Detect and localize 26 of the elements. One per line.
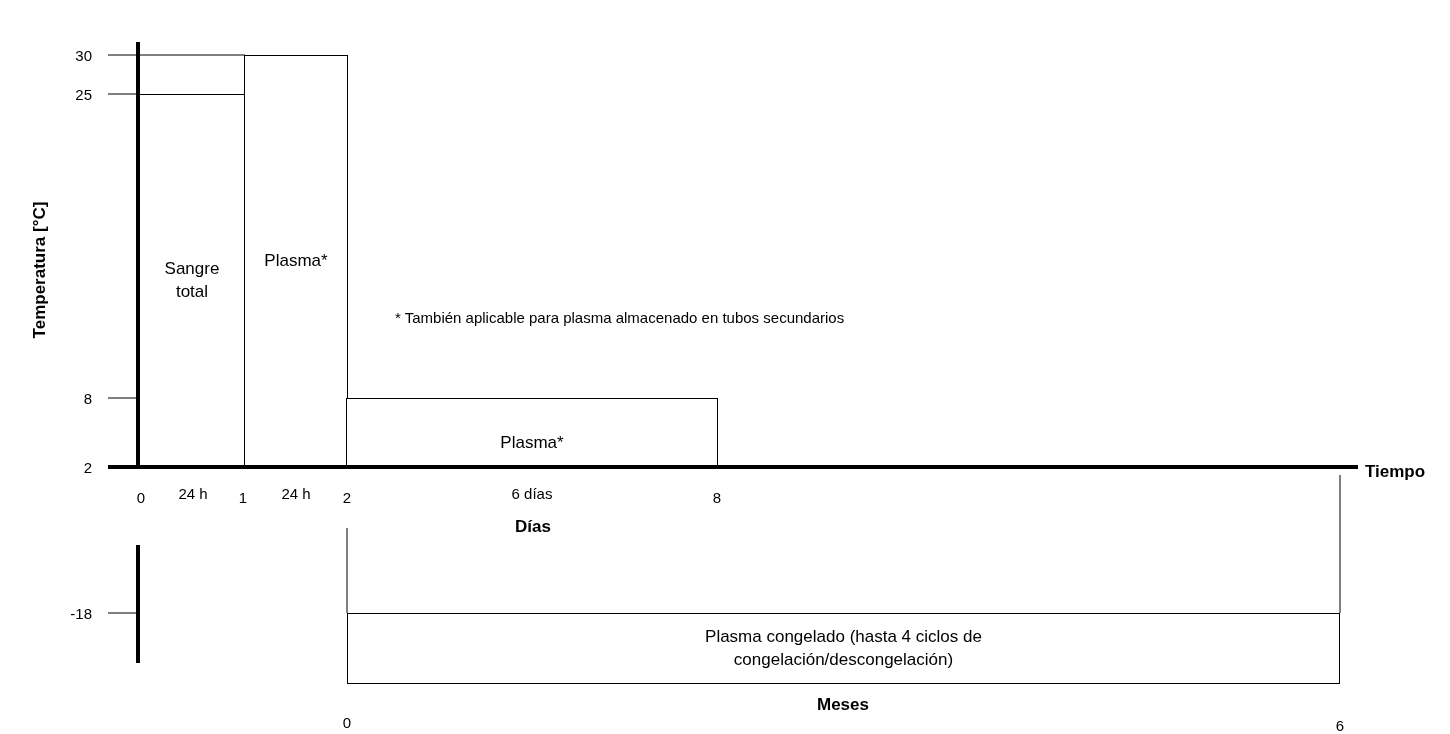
axis-title: Tiempo [1365, 462, 1426, 482]
tick-label: 2 [342, 488, 352, 506]
storage-box [244, 55, 348, 468]
duration-label: 6 días [511, 485, 553, 502]
box-label: Plasma* [264, 250, 328, 273]
tick-label: 25 [75, 85, 92, 103]
box-label: Plasma congelado (hasta 4 ciclos de congelación/descongelación) [704, 625, 983, 671]
duration-label: 24 h [281, 485, 311, 502]
axis-title: Meses [817, 695, 869, 715]
axis-title: Días [515, 517, 551, 537]
tick-label: 6 [1335, 716, 1345, 734]
tick-label: 1 [238, 488, 248, 506]
storage-box [347, 613, 1340, 684]
tick-label: -18 [70, 604, 92, 622]
storage-box [346, 398, 718, 468]
axis-title: Temperatura [°C] [30, 201, 50, 339]
tick-label: 8 [83, 389, 92, 407]
footnote: * También aplicable para plasma almacenado en tubos secundarios [395, 308, 845, 326]
box-label: Sangre total [163, 258, 221, 303]
box-label: Plasma* [500, 432, 564, 455]
tick-label: 0 [342, 713, 352, 731]
tick-label: 2 [83, 458, 92, 476]
tick-label: 8 [712, 488, 722, 506]
duration-label: 24 h [178, 485, 208, 502]
tick-label: 30 [75, 46, 92, 64]
tick-label: 0 [136, 488, 146, 506]
